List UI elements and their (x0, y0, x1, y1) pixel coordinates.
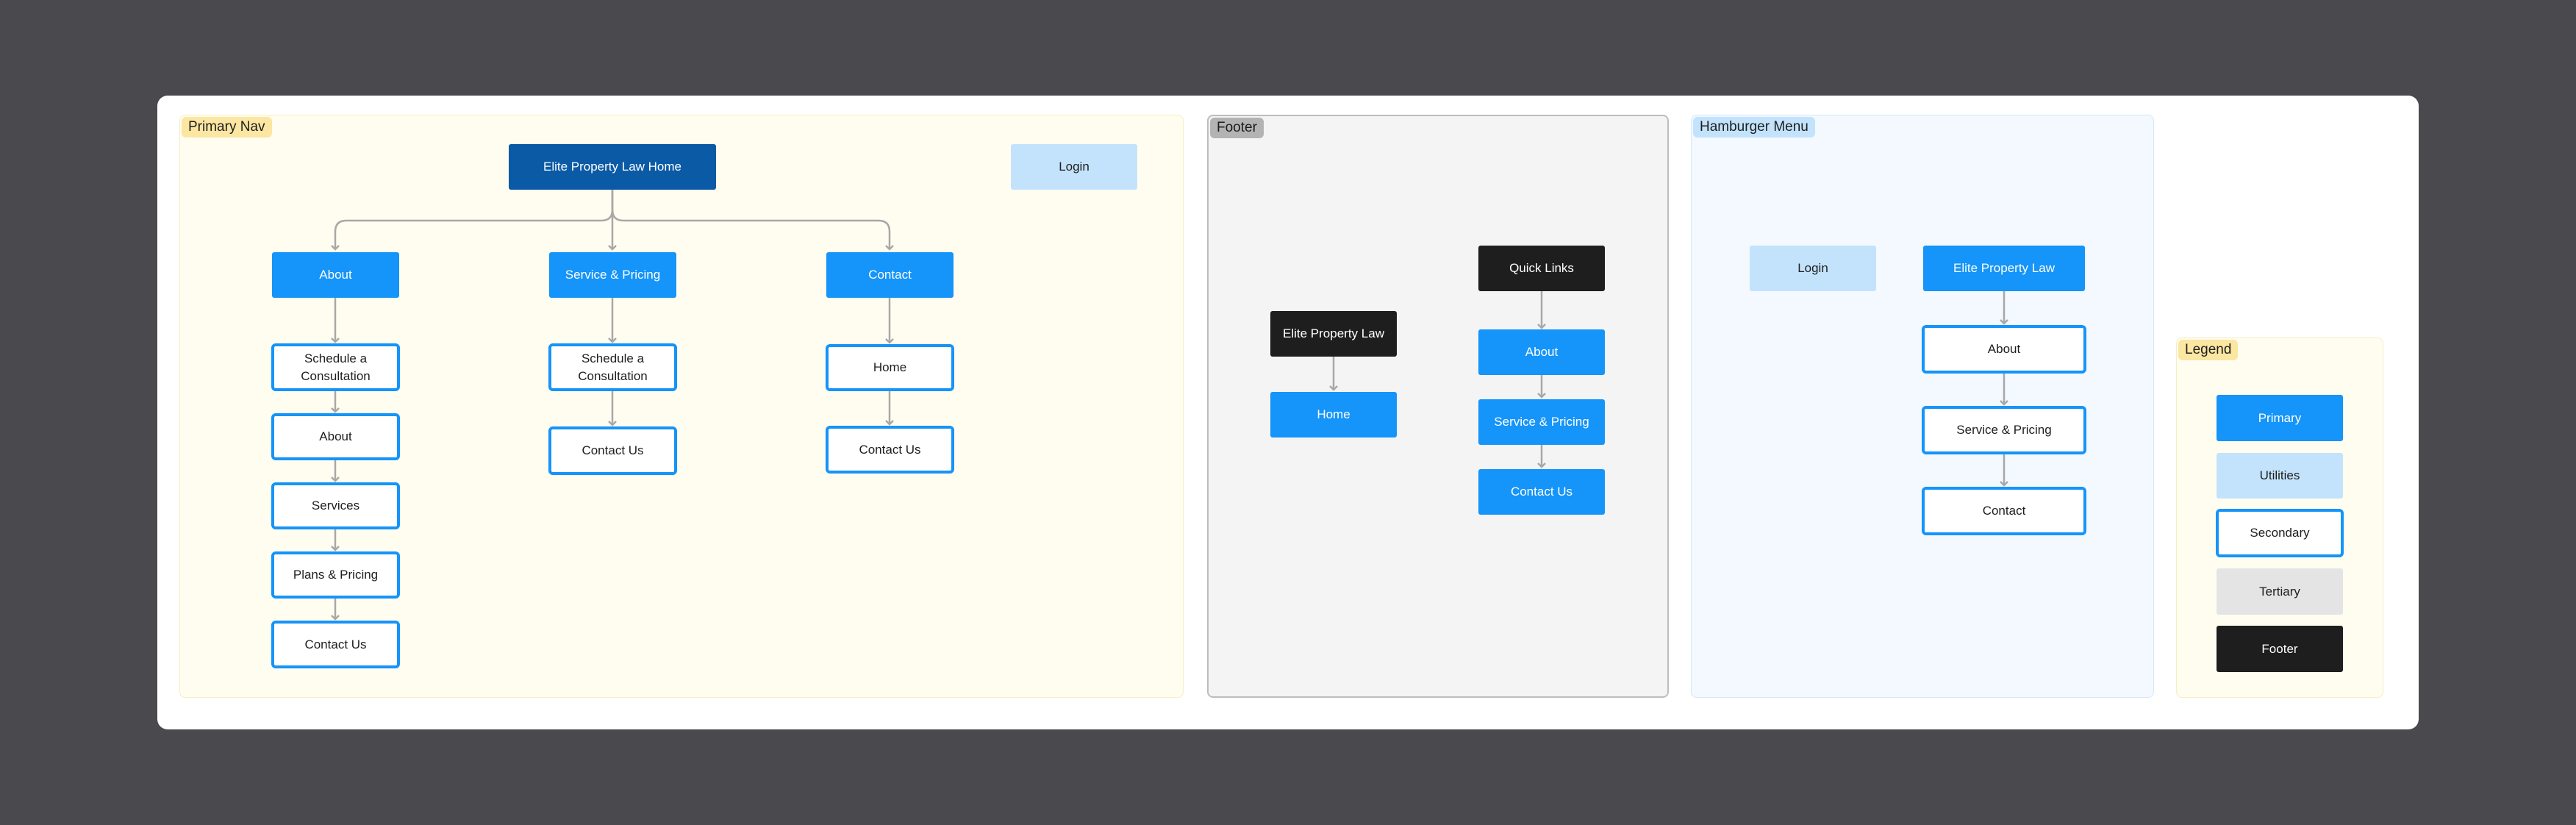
node-footer-service-pricing[interactable]: Service & Pricing (1478, 399, 1605, 445)
primary-nav-section: Primary Nav (179, 115, 1184, 698)
node-about[interactable]: About (272, 252, 399, 298)
node-about-services[interactable]: Services (271, 482, 400, 529)
node-hamburger-about[interactable]: About (1922, 325, 2086, 374)
legend-secondary: Secondary (2216, 509, 2344, 557)
node-hamburger-login[interactable]: Login (1750, 246, 1876, 291)
node-hamburger-service-pricing[interactable]: Service & Pricing (1922, 406, 2086, 454)
legend-primary: Primary (2217, 395, 2343, 441)
node-contact-contact-us[interactable]: Contact Us (826, 426, 954, 474)
node-about-plans[interactable]: Plans & Pricing (271, 551, 400, 599)
node-contact-home[interactable]: Home (826, 344, 954, 391)
footer-label: Footer (1210, 118, 1264, 138)
node-about-about[interactable]: About (271, 413, 400, 460)
node-hamburger-brand[interactable]: Elite Property Law (1923, 246, 2085, 291)
node-login[interactable]: Login (1011, 144, 1137, 190)
hamburger-label: Hamburger Menu (1693, 117, 1815, 138)
legend-footer: Footer (2217, 626, 2343, 672)
legend-tertiary: Tertiary (2217, 568, 2343, 615)
node-about-contact-us[interactable]: Contact Us (271, 621, 400, 668)
primary-nav-label: Primary Nav (182, 117, 272, 138)
node-footer-contact-us[interactable]: Contact Us (1478, 469, 1605, 515)
node-footer-home[interactable]: Home (1270, 392, 1397, 438)
node-service-schedule[interactable]: Schedule a Consultation (548, 343, 677, 391)
node-contact[interactable]: Contact (826, 252, 954, 298)
node-about-schedule[interactable]: Schedule a Consultation (271, 343, 400, 391)
node-home[interactable]: Elite Property Law Home (509, 144, 716, 190)
node-hamburger-contact[interactable]: Contact (1922, 487, 2086, 535)
node-footer-brand[interactable]: Elite Property Law (1270, 311, 1397, 357)
node-footer-quick-links[interactable]: Quick Links (1478, 246, 1605, 291)
legend-utilities: Utilities (2217, 453, 2343, 499)
node-service-contact-us[interactable]: Contact Us (548, 426, 677, 475)
node-footer-about[interactable]: About (1478, 329, 1605, 375)
legend-label: Legend (2178, 340, 2239, 360)
node-service-pricing[interactable]: Service & Pricing (549, 252, 676, 298)
